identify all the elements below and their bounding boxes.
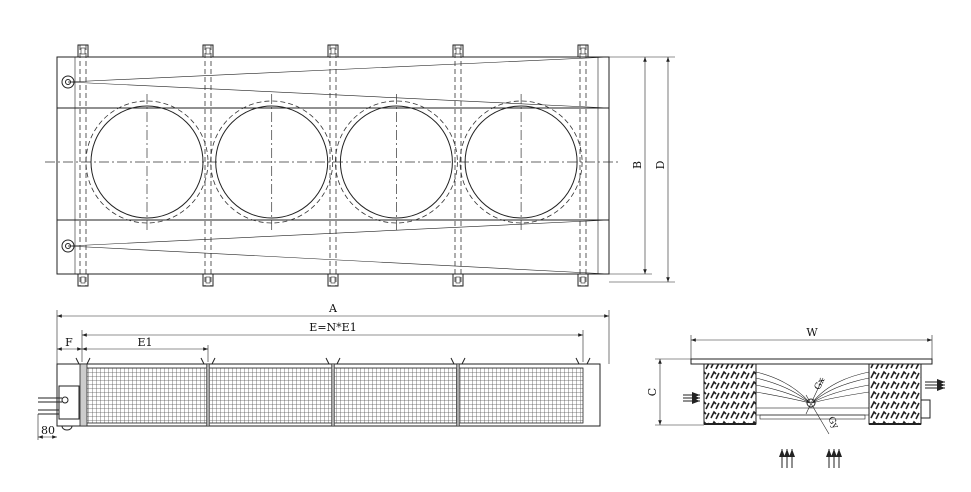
fan-circle [459, 94, 583, 230]
mounting-bracket [77, 44, 89, 58]
hanger-support [200, 357, 216, 427]
hanger-support [75, 357, 91, 365]
pipe-connector-top [61, 75, 75, 89]
mounting-bracket [577, 44, 589, 58]
top-plate [690, 358, 933, 365]
fan-circle [210, 94, 334, 230]
airflow-arrows [683, 379, 945, 468]
dim-e1-label: E1 [137, 336, 152, 349]
dim-b-label: B [631, 161, 644, 169]
mounting-bracket [202, 273, 214, 287]
top-view: B D [45, 44, 675, 287]
hanger-support [575, 357, 591, 365]
hanger-support [325, 357, 341, 427]
dim-80-label: 80 [41, 424, 55, 437]
mounting-bracket [452, 273, 464, 287]
valve-icon [61, 396, 69, 404]
gx-label: Gx [813, 376, 827, 391]
front-view: A E=N*E1 F E1 80 [37, 302, 610, 440]
mounting-bracket [77, 273, 89, 287]
coil-right [868, 363, 922, 425]
hanger-support [450, 357, 466, 427]
fan-circle [334, 94, 458, 230]
coil-left [703, 363, 757, 425]
mounting-bracket [327, 44, 339, 58]
mounting-bracket [452, 44, 464, 58]
mounting-bracket [202, 44, 214, 58]
coil-header [79, 363, 88, 427]
pivot-icon [806, 398, 816, 408]
dim-f-label: F [65, 336, 73, 349]
gy-label: Gy [825, 415, 840, 431]
dim-c-label: C [646, 388, 659, 396]
fan-circle [85, 94, 209, 230]
dim-a-label: A [328, 302, 338, 315]
side-view: W Gx Gy C [646, 326, 945, 468]
mounting-bracket [577, 273, 589, 287]
dim-e-label: E=N*E1 [309, 321, 356, 334]
mounting-bracket [327, 273, 339, 287]
dim-w-label: W [806, 326, 818, 339]
dim-d-label: D [654, 160, 667, 169]
pipe-connector-bottom [61, 239, 75, 253]
